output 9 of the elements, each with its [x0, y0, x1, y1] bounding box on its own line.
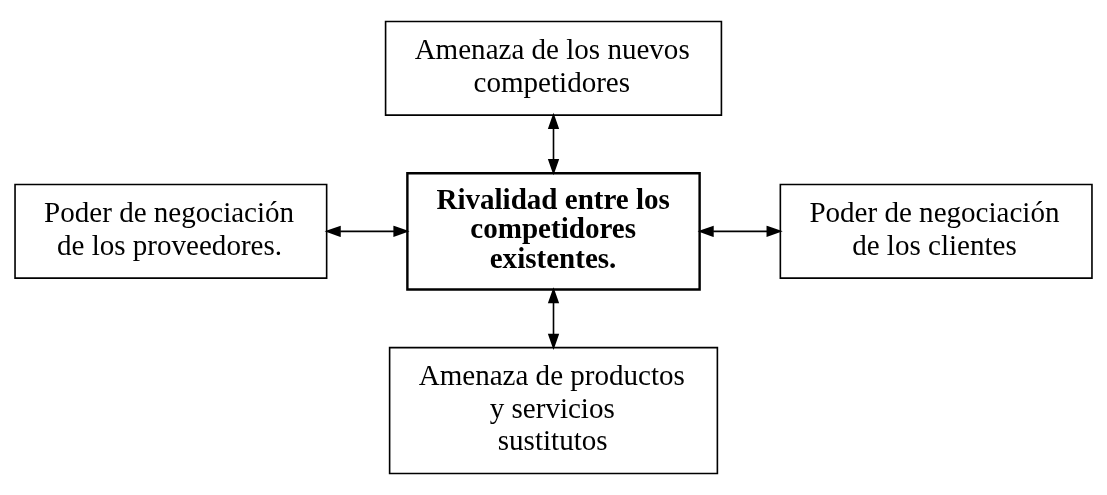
node-box: Poder de negociación de los clientes: [779, 183, 1093, 279]
node-box: Amenaza de los nuevos competidores: [384, 20, 723, 116]
node-box: Amenaza de productos y servicios sustitutos: [388, 346, 719, 475]
node-box: Rivalidad entre los competidores existentes.: [406, 172, 701, 291]
arrow: [547, 287, 560, 350]
node-box: Poder de negociación de los proveedores.: [14, 183, 328, 279]
arrow: [324, 225, 410, 237]
arrow: [697, 225, 783, 237]
arrow: [547, 112, 560, 176]
